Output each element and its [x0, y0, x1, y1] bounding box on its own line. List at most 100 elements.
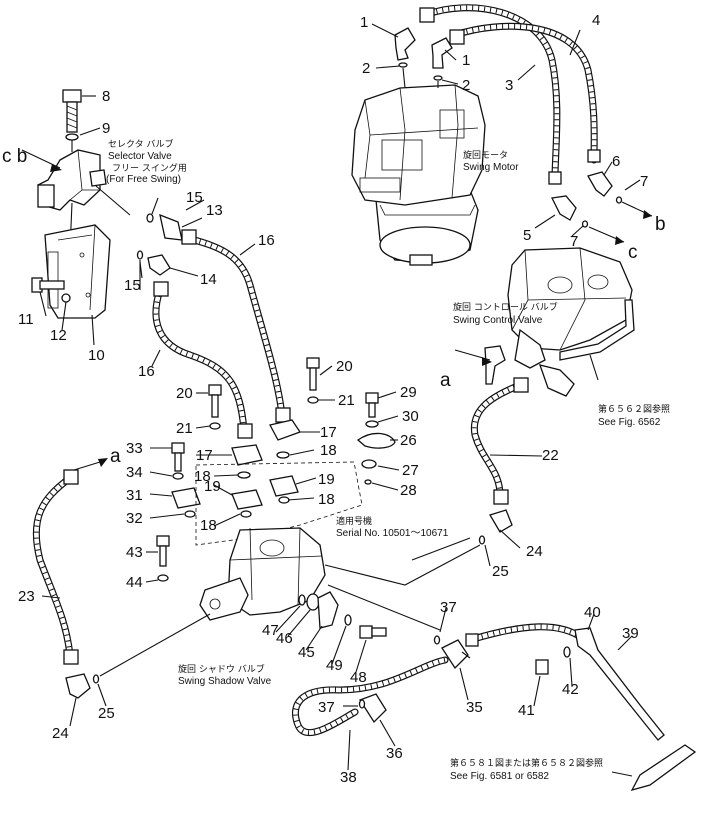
part-number: 36 [386, 745, 403, 762]
part-number: 1 [462, 52, 470, 69]
part-number: 44 [126, 574, 143, 591]
part-number: 2 [462, 77, 470, 94]
part-number: 15 [124, 277, 141, 294]
shadow-valve-jp: 旋回 シャドウ バルブ [178, 663, 265, 675]
captions: セレクタ バルブ Selector Valve フリー スイング用 (For F… [106, 138, 670, 782]
part-number: 35 [466, 699, 483, 716]
part-number: 7 [640, 173, 648, 190]
part-number: 19 [204, 478, 221, 495]
hose-16 [152, 229, 291, 439]
fig6581-jp: 第６５８１図または第６５８２図参照 [450, 757, 603, 769]
fittings-5-6 [551, 171, 653, 245]
part-number: 24 [52, 725, 69, 742]
fig6581-label: See Fig. 6581 or 6582 [450, 771, 549, 782]
swing-control-valve [484, 247, 635, 397]
hose-22 [470, 377, 529, 545]
parts-26-30 [356, 392, 396, 485]
selector-valve-jp: セレクタ バルブ [108, 138, 174, 150]
parts-45-49 [298, 591, 387, 639]
part-number: 25 [98, 705, 115, 722]
part-number: 34 [126, 464, 143, 481]
hose-35-38 [291, 635, 469, 736]
hose-3-4 [419, 4, 601, 185]
free-swing-jp: フリー スイング用 [112, 162, 187, 174]
part-number: 13 [206, 202, 223, 219]
swing-motor [351, 84, 486, 266]
part-number: 16 [138, 363, 155, 380]
part-number: 45 [298, 644, 315, 661]
part-numbers: 1 1 2 2 3 4 5 6 7 7 8 9 10 11 12 13 14 1… [18, 12, 648, 786]
part-number: 19 [318, 471, 335, 488]
part-number: 11 [18, 311, 34, 328]
part-number: 24 [526, 543, 543, 560]
part-number: 12 [50, 327, 67, 344]
bolt-8-washer-9 [62, 89, 82, 152]
part-number: 5 [523, 227, 531, 244]
shadow-valve-label: Swing Shadow Valve [178, 676, 272, 687]
hose-23 [32, 458, 108, 699]
part-number: 21 [176, 420, 193, 437]
motor-fittings [394, 27, 453, 89]
part-number: 15 [186, 189, 203, 206]
part-number: 17 [196, 447, 213, 464]
part-number: 46 [276, 630, 293, 647]
part-number: 20 [336, 358, 353, 375]
swing-control-label: Swing Control Valve [453, 315, 543, 326]
free-swing-label: (For Free Swing) [106, 174, 181, 185]
part-number: 10 [88, 347, 105, 364]
part-number: 18 [194, 468, 211, 485]
swing-control-jp: 旋回 コントロール バルブ [453, 301, 558, 313]
tag-a-right: a [440, 370, 451, 391]
part-number: 37 [318, 699, 335, 716]
flanges-19-31 [156, 442, 299, 582]
swing-motor-label: Swing Motor [463, 162, 519, 173]
part-number: 17 [320, 424, 337, 441]
part-number: 22 [542, 447, 559, 464]
part-number: 41 [518, 702, 535, 719]
part-number: 49 [326, 657, 343, 674]
part-number: 18 [318, 491, 335, 508]
part-number: 6 [612, 153, 620, 170]
part-number: 40 [584, 604, 601, 621]
tag-c-b: c b [2, 146, 27, 167]
part-number: 2 [362, 60, 370, 77]
part-number: 9 [102, 120, 110, 137]
tag-c: c [628, 242, 638, 263]
serial-jp: 適用号機 [336, 515, 372, 527]
swing-shadow-valve [199, 527, 326, 621]
fig6562-label: See Fig. 6562 [598, 417, 661, 428]
part-number: 38 [340, 769, 357, 786]
part-number: 26 [400, 432, 417, 449]
part-number: 33 [126, 440, 143, 457]
part-number: 32 [126, 510, 143, 527]
part-number: 29 [400, 384, 417, 401]
part-number: 47 [262, 622, 279, 639]
part-number: 18 [200, 517, 217, 534]
part-number: 1 [360, 14, 368, 31]
part-number: 39 [622, 625, 639, 642]
part-number: 43 [126, 544, 143, 561]
part-number: 8 [102, 88, 110, 105]
tag-b: b [655, 214, 666, 235]
serial-box [195, 461, 363, 546]
part-number: 37 [440, 599, 457, 616]
fittings-13-14-15 [136, 213, 183, 290]
part-number: 48 [350, 669, 367, 686]
part-number: 20 [176, 385, 193, 402]
part-number: 42 [562, 681, 579, 698]
leader-lines [21, 23, 641, 777]
selector-valve-label: Selector Valve [108, 151, 172, 162]
part-number: 30 [402, 408, 419, 425]
flanges-bolts [208, 357, 320, 479]
part-number: 14 [200, 271, 217, 288]
serial-label: Serial No. 10501～10671 [336, 528, 449, 539]
part-number: 7 [570, 233, 578, 250]
part-number: 3 [505, 77, 513, 94]
hose-39 [465, 623, 697, 792]
part-number: 23 [18, 588, 35, 605]
part-number: 4 [592, 12, 600, 29]
bolt-11-washer-12 [31, 277, 71, 303]
part-number: 18 [320, 442, 337, 459]
part-number: 27 [402, 462, 419, 479]
